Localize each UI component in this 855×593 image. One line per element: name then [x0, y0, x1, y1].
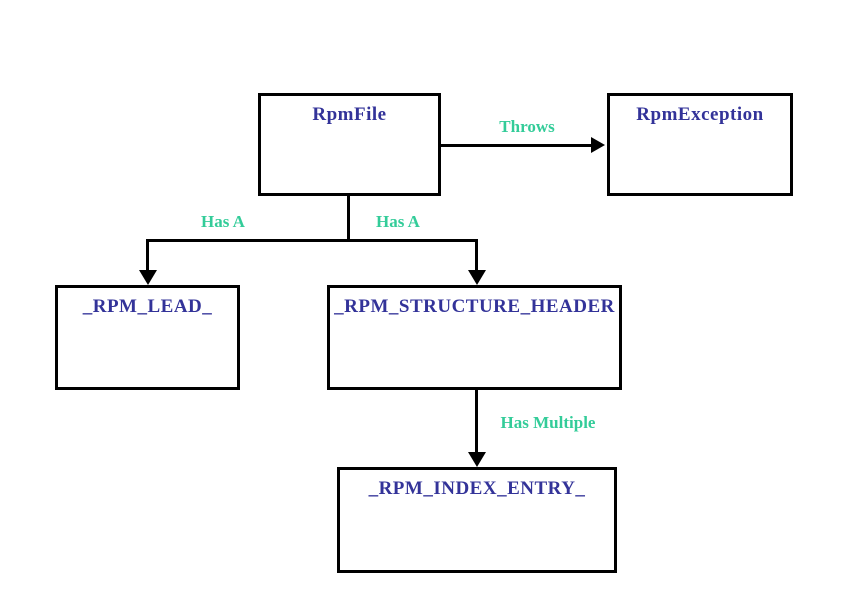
edge-hasa-right-arrowhead-icon	[468, 270, 486, 285]
node-rpm-structure-header: _RPM_STRUCTURE_HEADER	[327, 285, 622, 390]
node-rpmexception: RpmException	[607, 93, 793, 196]
edge-hasa-trunk-line	[347, 196, 350, 242]
edge-hasa-left-arrowhead-icon	[139, 270, 157, 285]
node-rpm-index-entry-label: _RPM_INDEX_ENTRY_	[368, 478, 586, 499]
edge-hasa-left-label: Has A	[201, 212, 245, 231]
node-rpm-lead: _RPM_LEAD_	[55, 285, 240, 390]
edge-hasmultiple-arrowhead-icon	[468, 452, 486, 467]
node-rpmfile: RpmFile	[258, 93, 441, 196]
edge-hasa-right-line	[475, 239, 478, 272]
edge-hasa-right-label: Has A	[376, 212, 420, 231]
edge-hasa-branch-line	[146, 239, 478, 242]
node-rpmfile-label: RpmFile	[312, 104, 387, 125]
node-rpm-lead-label: _RPM_LEAD_	[82, 296, 213, 317]
edge-hasmultiple-label: Has Multiple	[500, 413, 596, 432]
node-rpm-index-entry: _RPM_INDEX_ENTRY_	[337, 467, 617, 573]
edge-hasa-left-line	[146, 239, 149, 272]
edge-throws-label: Throws	[499, 117, 555, 136]
edge-throws-arrowhead-icon	[591, 137, 605, 153]
edge-throws-line	[440, 144, 592, 147]
node-rpm-structure-header-label: _RPM_STRUCTURE_HEADER	[334, 296, 615, 317]
edge-hasmultiple-line	[475, 390, 478, 454]
node-rpmexception-label: RpmException	[636, 104, 764, 125]
